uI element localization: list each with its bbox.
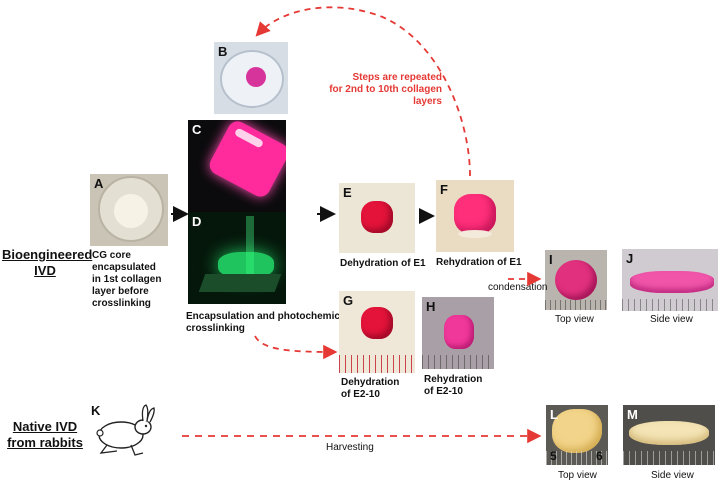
caption-g: Dehydration of E2-10 <box>341 377 399 401</box>
caption-d: Encapsulation and photochemical crosslin… <box>186 311 356 335</box>
caption-d-line: crosslinking <box>186 323 245 334</box>
native-line2: from rabbits <box>7 435 83 450</box>
sample-i <box>555 260 597 300</box>
ruler-l <box>546 451 608 465</box>
caption-a-line: crosslinking <box>92 298 151 309</box>
sample-h <box>444 315 474 349</box>
panel-a: A <box>90 174 168 246</box>
panel-l: 5 6 L <box>546 405 608 465</box>
panel-j-label: J <box>626 251 634 266</box>
panel-h: H <box>422 297 494 369</box>
stand-d <box>246 216 254 276</box>
caption-a-line: in 1st collagen <box>92 274 162 285</box>
panel-h-label: H <box>426 299 436 314</box>
harvesting-label: Harvesting <box>326 442 374 453</box>
panel-i-label: I <box>549 252 553 267</box>
rabbit-icon <box>96 404 155 456</box>
panel-b: B <box>214 42 288 114</box>
caption-d-line: Encapsulation and photochemical <box>186 311 349 322</box>
caption-l: Top view <box>558 470 597 481</box>
panel-c: C <box>188 120 286 212</box>
panel-c-label: C <box>192 122 202 137</box>
panel-d: D <box>188 212 286 304</box>
sample-f <box>454 194 496 234</box>
ruler-j <box>622 299 718 311</box>
native-ivd-label: Native IVD from rabbits <box>2 419 88 451</box>
arrow-d-to-g <box>254 335 338 360</box>
caption-i: Top view <box>555 314 594 325</box>
caption-j: Side view <box>650 314 693 325</box>
panel-m: M <box>623 405 715 465</box>
sample-j <box>630 271 714 293</box>
caption-e: Dehydration of E1 <box>340 258 426 269</box>
panel-g: G <box>339 291 415 373</box>
condensation-label: condensation <box>488 282 548 293</box>
ruler-m <box>623 451 715 465</box>
panel-b-label: B <box>218 44 228 59</box>
caption-h: Rehydration of E2-10 <box>424 374 482 398</box>
sample-g <box>361 307 393 339</box>
panel-l-label: L <box>550 407 558 422</box>
caption-g-line: of E2-10 <box>341 389 380 400</box>
core-a <box>114 194 148 228</box>
bioengineered-line2: IVD <box>34 263 56 278</box>
tissue-m <box>629 421 709 445</box>
panel-f-label: F <box>440 182 448 197</box>
caption-h-line: Rehydration <box>424 374 483 385</box>
ruler-number-6: 6 <box>596 449 603 463</box>
ruler-h <box>422 355 494 369</box>
caption-a-line: CG core <box>92 250 131 261</box>
panel-a-label: A <box>94 176 104 191</box>
caption-h-line: of E2-10 <box>424 386 463 397</box>
panel-e: E <box>339 183 415 253</box>
panel-e-label: E <box>343 185 352 200</box>
panel-j: J <box>622 249 718 311</box>
repeat-annotation: Steps are repeated for 2nd to 10th colla… <box>290 72 442 108</box>
arrow-repeat <box>255 6 471 177</box>
repeat-line: for 2nd to 10th collagen <box>329 84 442 95</box>
panel-m-label: M <box>627 407 638 422</box>
caption-f: Rehydration of E1 <box>436 257 522 268</box>
sample-b <box>246 67 266 87</box>
panel-i: I <box>545 250 607 310</box>
panel-k-label: K <box>91 403 101 418</box>
glow-d <box>218 252 274 278</box>
bioengineered-ivd-label: Bioengineered IVD <box>2 247 93 279</box>
panel-d-label: D <box>192 214 202 229</box>
caption-m: Side view <box>651 470 694 481</box>
native-line1: Native IVD <box>12 419 78 434</box>
caption-g-line: Dehydration <box>341 377 400 388</box>
caption-a-line: encapsulated <box>92 262 156 273</box>
ruler-i <box>545 300 607 310</box>
panel-g-label: G <box>343 293 354 308</box>
caption-a-line: layer before <box>92 286 149 297</box>
tissue-l <box>552 409 602 453</box>
bioengineered-line1: Bioengineered <box>2 247 93 262</box>
ruler-g <box>339 355 415 373</box>
caption-a: CG core encapsulated in 1st collagen lay… <box>92 250 182 310</box>
sample-e <box>361 201 393 233</box>
repeat-line: layers <box>413 96 442 107</box>
base-f <box>458 230 492 238</box>
panel-f: F <box>436 180 514 252</box>
repeat-line: Steps are repeated <box>352 72 443 83</box>
panel-k: K <box>91 403 161 459</box>
ruler-number-5: 5 <box>550 449 557 463</box>
